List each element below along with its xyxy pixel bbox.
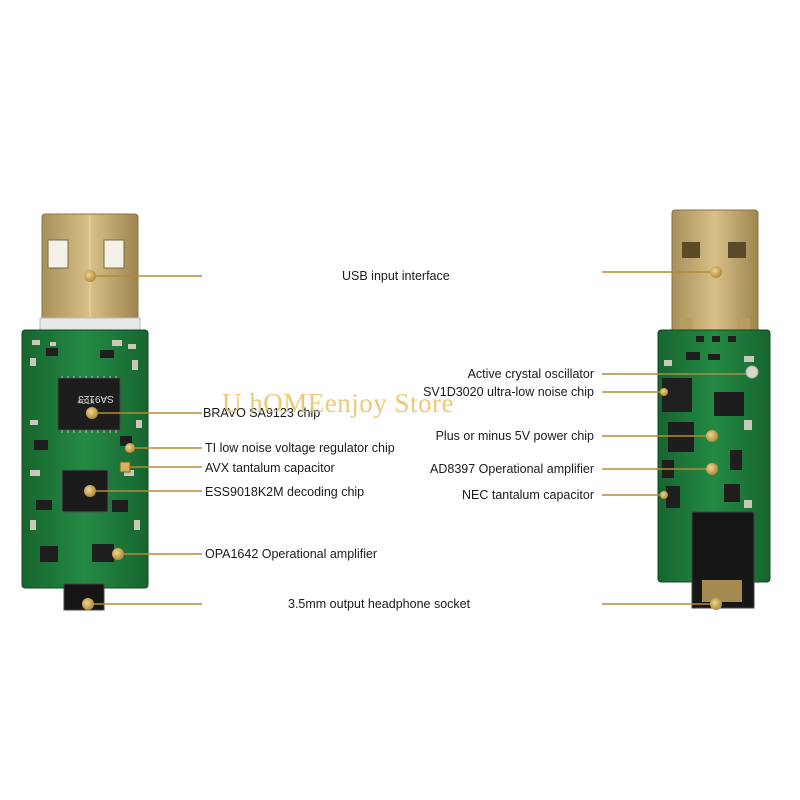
right-leader-lines [602,271,746,605]
label-crystal-oscillator: Active crystal oscillator [467,367,594,381]
label-bravo-chip: BRAVO SA9123 chip [203,406,321,420]
label-ess-chip: ESS9018K2M decoding chip [205,485,365,499]
label-ad-amplifier: AD8397 Operational amplifier [430,462,594,476]
label-headphone-socket: 3.5mm output headphone socket [288,597,471,611]
label-usb-input: USB input interface [342,269,450,283]
label-nec-capacitor: NEC tantalum capacitor [461,488,594,502]
left-leader-lines [94,275,202,605]
left-headphone-socket [63,583,105,611]
left-board: SA9123 4C1K [21,213,149,611]
label-ti-regulator: TI low noise voltage regulator chip [205,441,395,455]
label-sv-chip: SV1D3020 ultra-low noise chip [423,385,594,399]
store-watermark: U hOMEenjoy Store [222,388,454,418]
chip-marking-line2: 4C1K [77,399,95,406]
sa9123-chip [57,377,121,431]
label-opa-amplifier: OPA1642 Operational amplifier [205,547,378,561]
label-power-chip: Plus or minus 5V power chip [435,429,594,443]
right-board [657,209,771,610]
chip-marking-line1: SA9123 [78,393,114,404]
label-avx-capacitor: AVX tantalum capacitor [205,461,335,475]
